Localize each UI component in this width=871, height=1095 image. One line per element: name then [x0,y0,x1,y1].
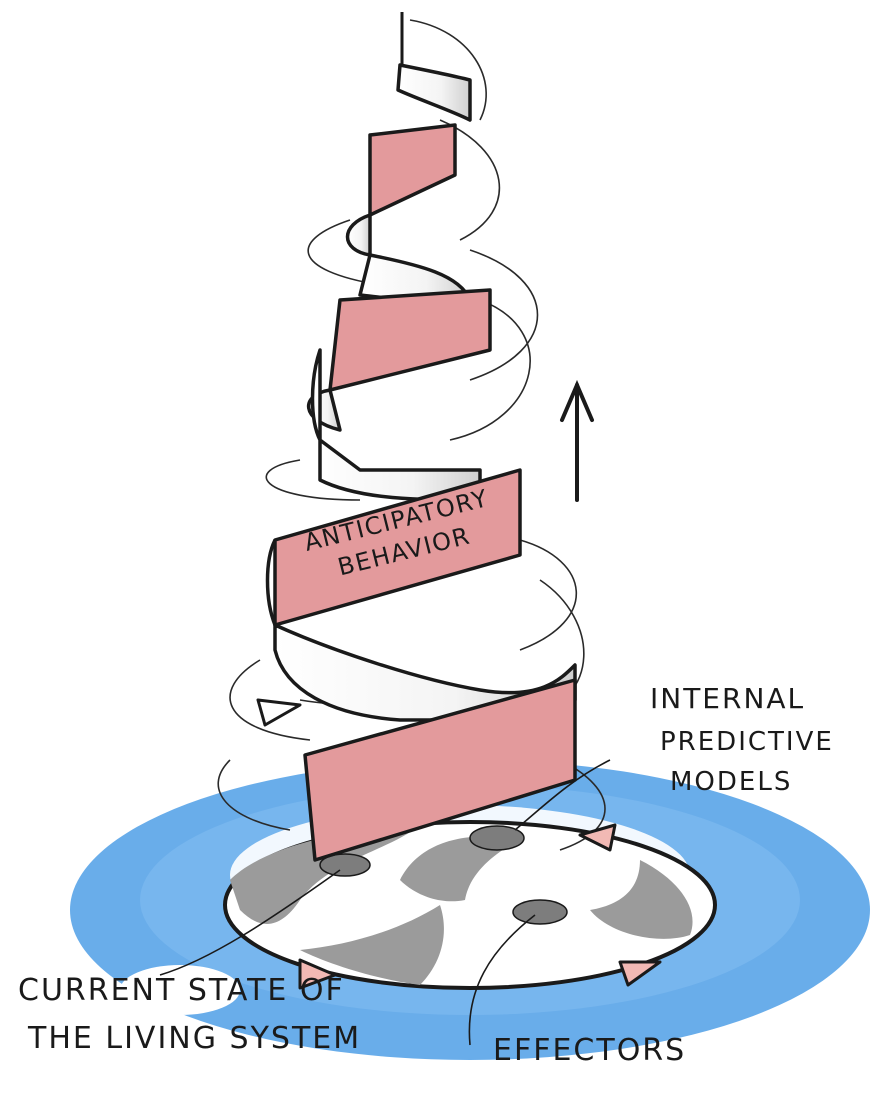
helix-thin-lines [217,19,606,851]
effectors-label: EFFECTORS [493,1033,686,1068]
internal-label-line3: MODELS [670,767,792,797]
triangle-arrowhead-icon [618,960,662,987]
triangle-arrowhead-icon [256,698,302,727]
current-state-label-line1: CURRENT STATE OF [18,973,345,1008]
current-state-node [319,853,371,877]
base-disc [223,820,717,990]
triangle-arrowhead-icon [578,823,617,852]
effector-node [512,899,568,925]
internal-label-line1: INTERNAL [650,682,805,715]
predictive-model-node [469,825,525,851]
triangle-arrowhead-icon [298,958,337,990]
direction-markers [256,698,662,990]
up-arrow-icon [560,379,594,502]
spiral-ribbon [265,63,577,862]
internal-label-line2: PREDICTIVE [660,727,834,757]
leader-lines [159,759,611,1046]
current-state-label-line2: THE LIVING SYSTEM [27,1021,361,1056]
